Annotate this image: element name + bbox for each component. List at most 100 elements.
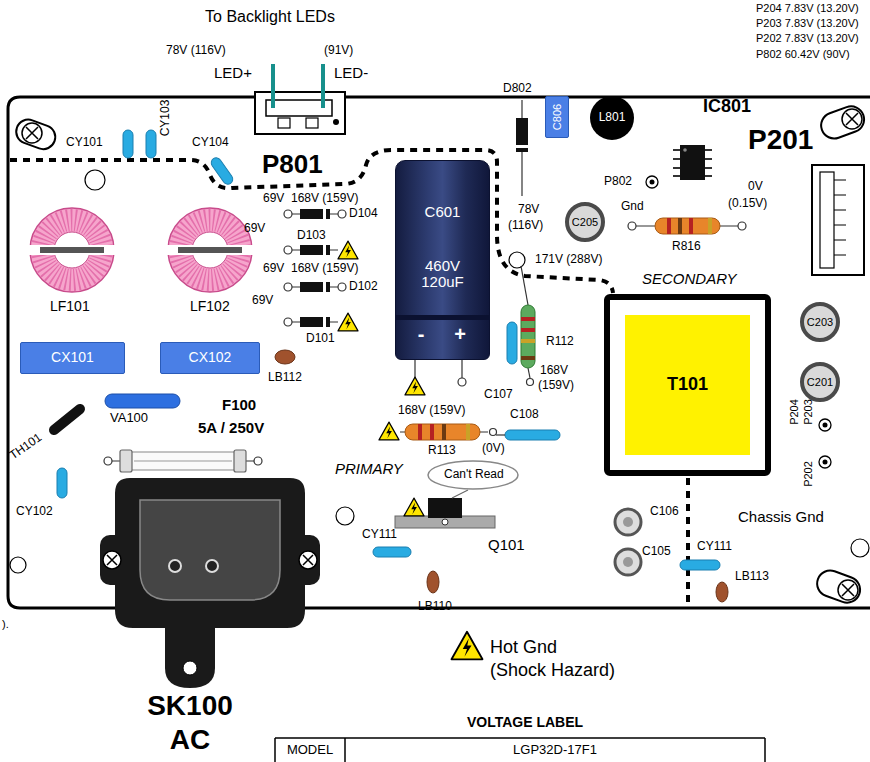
part-marking: 460V 120uF bbox=[415, 257, 471, 290]
board-hole bbox=[85, 170, 105, 190]
resistor-symbol bbox=[667, 218, 671, 234]
part-label: P202 bbox=[802, 461, 815, 487]
hazard-icon bbox=[338, 313, 358, 331]
part-label: CY111 bbox=[697, 540, 732, 554]
toroid-inductor bbox=[28, 245, 116, 255]
thermistor-symbol bbox=[54, 409, 80, 430]
voltage-reading: (116V) bbox=[508, 219, 543, 233]
electrolytic-capacitor: C601460V 120uF-+ bbox=[395, 160, 490, 360]
small-capacitor bbox=[615, 509, 641, 535]
capacitor-circle: C203 bbox=[800, 302, 840, 342]
voltage-reading: 69V bbox=[244, 222, 265, 236]
resistor-symbol bbox=[708, 218, 712, 234]
diode-symbol bbox=[338, 210, 346, 218]
voltage-reading: 168V bbox=[540, 364, 568, 378]
ferrite-bead bbox=[716, 582, 728, 602]
part-label: R113 bbox=[428, 444, 456, 458]
part-label: To Backlight LEDs bbox=[205, 8, 335, 26]
small-capacitor bbox=[623, 557, 633, 567]
test-point bbox=[646, 176, 658, 188]
y-capacitor bbox=[209, 156, 234, 186]
test-point bbox=[819, 456, 831, 468]
ic-chip bbox=[673, 167, 680, 169]
ac-socket bbox=[100, 478, 320, 688]
component-lead bbox=[461, 360, 462, 378]
part-label: LED- bbox=[334, 64, 368, 81]
part-label: SECONDARY bbox=[642, 270, 736, 287]
transistor-symbol bbox=[442, 519, 448, 525]
part-name: C205 bbox=[572, 216, 598, 228]
diode-symbol bbox=[300, 245, 330, 255]
y-capacitor bbox=[373, 547, 411, 557]
fuse-symbol bbox=[134, 461, 232, 462]
ferrite-bead bbox=[427, 571, 439, 593]
ferrite-bead bbox=[275, 350, 295, 364]
solder-pad bbox=[738, 222, 746, 230]
resistor-symbol bbox=[521, 328, 535, 332]
ic-chip bbox=[705, 158, 712, 160]
part-label: D103 bbox=[297, 229, 326, 243]
part-label: LB110 bbox=[418, 600, 452, 614]
inductor-circle: L801 bbox=[590, 96, 634, 140]
part-label: CY111 bbox=[362, 528, 397, 542]
part-label: LF101 bbox=[50, 298, 90, 314]
fuse-symbol bbox=[128, 452, 238, 470]
part-label: LF102 bbox=[190, 298, 230, 314]
ic-chip bbox=[673, 175, 680, 177]
voltage-reading: P204 7.83V (13.20V) bbox=[756, 2, 859, 15]
toroid-inductor bbox=[30, 208, 114, 292]
diode-symbol bbox=[284, 318, 292, 326]
part-label: P204 bbox=[788, 399, 801, 425]
part-label: CY102 bbox=[16, 505, 53, 519]
transistor-symbol bbox=[452, 490, 468, 498]
ic-chip bbox=[705, 149, 712, 151]
thermistor-symbol bbox=[54, 409, 80, 430]
diode-symbol bbox=[284, 246, 292, 254]
part-heading: 5A / 250V bbox=[198, 419, 264, 436]
board-hole bbox=[10, 557, 26, 573]
resistor-symbol bbox=[405, 424, 480, 440]
led-connector bbox=[255, 92, 345, 134]
y-capacitor bbox=[680, 560, 720, 570]
part-label: C105 bbox=[642, 545, 671, 559]
output-connector bbox=[812, 165, 864, 275]
isolation-boundary bbox=[10, 150, 688, 606]
solder-pad bbox=[104, 457, 112, 465]
part-label: Can't Read bbox=[444, 468, 504, 482]
transistor-symbol bbox=[395, 461, 518, 528]
component-lead bbox=[521, 266, 528, 305]
part-heading: P801 bbox=[262, 150, 323, 180]
part-label: P203 bbox=[802, 399, 815, 425]
output-connector bbox=[834, 180, 846, 181]
solder-pad bbox=[490, 429, 497, 436]
output-connector bbox=[834, 180, 846, 255]
diode-symbol bbox=[284, 210, 292, 218]
diode-symbol bbox=[300, 282, 330, 292]
resistor-symbol bbox=[521, 317, 535, 321]
part-label: PRIMARY bbox=[335, 460, 403, 477]
mounting-lug bbox=[813, 567, 863, 606]
part-heading: P201 bbox=[748, 124, 813, 156]
output-connector bbox=[834, 225, 846, 226]
test-point bbox=[650, 180, 655, 185]
led-connector bbox=[306, 118, 318, 128]
capacitor-circle: C201 bbox=[800, 362, 840, 402]
part-label: CY101 bbox=[66, 136, 103, 150]
part-marking: - bbox=[418, 323, 425, 345]
fuse-symbol bbox=[120, 450, 246, 472]
component-lead bbox=[496, 434, 505, 435]
voltage-reading: 78V bbox=[518, 203, 539, 217]
solder-pad bbox=[458, 378, 466, 386]
mounting-lug bbox=[26, 127, 38, 139]
isolation-boundary bbox=[686, 478, 690, 606]
output-connector bbox=[834, 255, 846, 256]
part-label: Gnd bbox=[621, 200, 644, 214]
part-label: LB112 bbox=[268, 371, 302, 385]
voltage-reading: 0V bbox=[748, 180, 763, 194]
toroid-inductor bbox=[40, 247, 104, 253]
voltage-reading: (159V) bbox=[538, 379, 574, 393]
resistor-symbol bbox=[521, 305, 535, 368]
legend-text: Hot Gnd (Shock Hazard) bbox=[490, 636, 618, 683]
diode-symbol bbox=[323, 317, 326, 327]
